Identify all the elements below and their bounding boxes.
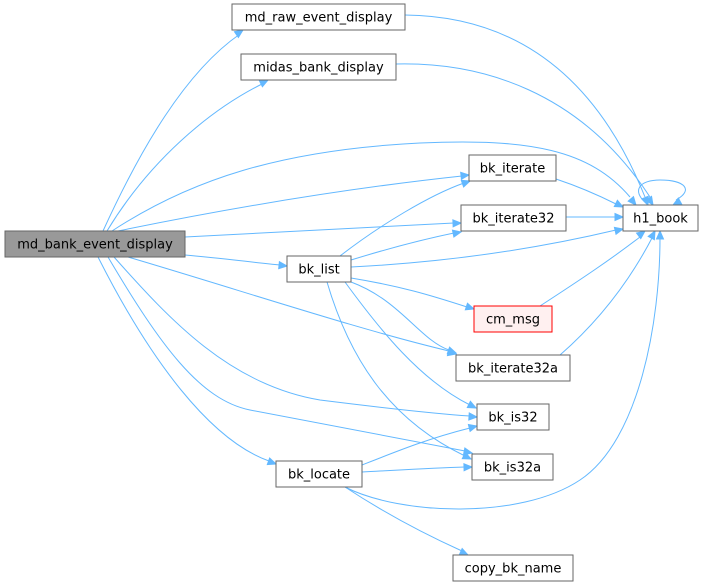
node-label: cm_msg	[486, 313, 540, 328]
node-bk-is32[interactable]: bk_is32	[476, 403, 550, 431]
edge-bk-list-to-h1-book	[350, 226, 625, 268]
node-bk-list[interactable]: bk_list	[286, 255, 352, 283]
edge-md-bank-event-display-to-md-raw-event-display	[102, 29, 245, 232]
edge-bk-iterate32-to-h1-book	[566, 212, 625, 222]
node-label: bk_iterate	[480, 162, 545, 177]
edge-bk-locate-to-copy-bk-name	[344, 486, 470, 556]
edge-bk-locate-to-bk-is32	[361, 423, 479, 466]
node-label: md_bank_event_display	[17, 238, 173, 253]
edge-md-bank-event-display-to-bk-iterate	[117, 171, 471, 232]
node-label: h1_book	[633, 212, 688, 227]
node-label: bk_locate	[288, 468, 350, 483]
edge-md-bank-event-display-to-h1-book	[111, 141, 637, 232]
node-label: md_raw_event_display	[245, 11, 393, 26]
node-bk-iterate[interactable]: bk_iterate	[468, 154, 557, 182]
node-midas-bank-display[interactable]: midas_bank_display	[240, 53, 397, 81]
edge-bk-list-to-bk-is32	[344, 281, 478, 409]
edge-md-bank-event-display-to-bk-is32a	[107, 256, 474, 456]
node-label: midas_bank_display	[253, 61, 384, 76]
edge-bk-list-to-bk-is32a	[326, 281, 473, 460]
edge-md-bank-event-display-to-bk-locate	[97, 256, 278, 466]
node-label: bk_is32	[488, 411, 537, 426]
edge-bk-locate-to-h1-book	[344, 229, 665, 510]
edge-bk-list-to-cm-msg	[350, 277, 476, 311]
edge-midas-bank-display-to-h1-book	[395, 63, 654, 207]
node-h1-book[interactable]: h1_book	[622, 204, 699, 232]
node-bk-locate[interactable]: bk_locate	[275, 460, 363, 488]
node-md-bank-event-display[interactable]: md_bank_event_display	[4, 230, 186, 258]
edge-md-bank-event-display-to-bk-iterate32	[184, 219, 463, 238]
node-copy-bk-name[interactable]: copy_bk_name	[452, 554, 574, 582]
edge-md-bank-event-display-to-bk-list	[184, 254, 289, 270]
edge-bk-iterate32a-to-h1-book	[559, 229, 656, 356]
node-label: copy_bk_name	[465, 562, 562, 577]
edge-md-bank-event-display-to-midas-bank-display	[106, 79, 270, 232]
node-bk-iterate32a[interactable]: bk_iterate32a	[455, 354, 571, 382]
node-label: bk_list	[298, 263, 339, 278]
edge-bk-list-to-bk-iterate32a	[350, 281, 458, 355]
node-md-raw-event-display[interactable]: md_raw_event_display	[231, 3, 406, 31]
edge-bk-iterate-to-h1-book	[555, 178, 625, 208]
node-bk-is32a[interactable]: bk_is32a	[471, 453, 554, 481]
node-label: bk_iterate32	[473, 212, 555, 227]
node-bk-iterate32[interactable]: bk_iterate32	[460, 204, 567, 232]
edge-cm-msg-to-h1-book	[539, 230, 646, 307]
edges	[97, 14, 686, 556]
edge-bk-list-to-bk-iterate32	[350, 229, 463, 261]
edge-bk-locate-to-bk-is32a	[361, 462, 474, 473]
edge-md-bank-event-display-to-bk-is32	[113, 256, 479, 421]
node-cm-msg[interactable]: cm_msg	[473, 305, 553, 333]
node-label: bk_iterate32a	[468, 362, 558, 377]
node-label: bk_is32a	[484, 461, 541, 476]
edge-bk-list-to-bk-iterate	[339, 179, 472, 257]
